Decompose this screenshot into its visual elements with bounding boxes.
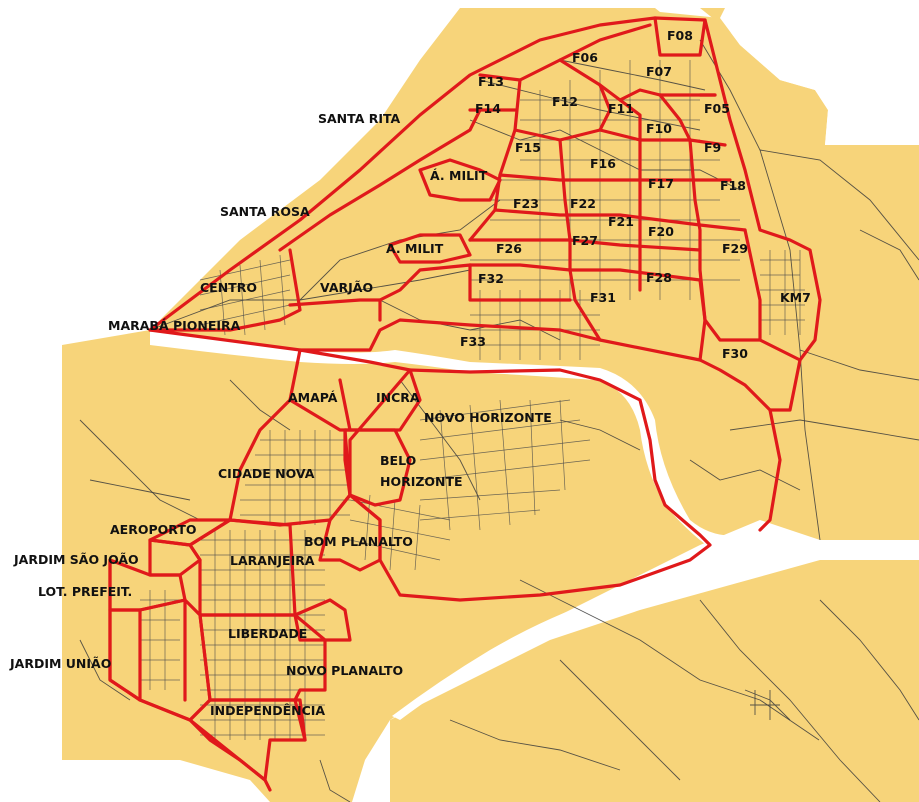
label-f21: F21: [608, 214, 634, 229]
label-f12: F12: [552, 94, 578, 109]
label-f31: F31: [590, 290, 616, 305]
label-f07: F07: [646, 64, 672, 79]
label-f33: F33: [460, 334, 486, 349]
label-f27: F27: [572, 233, 598, 248]
label-f16: F16: [590, 156, 616, 171]
map-voids: [62, 8, 919, 802]
label-laranjeira: LARANJEIRA: [230, 553, 315, 568]
label-f08: F08: [667, 28, 693, 43]
label-f14: F14: [475, 101, 501, 116]
label-santa-rosa: SANTA ROSA: [220, 204, 310, 219]
label-independencia: INDEPENDÊNCIA: [210, 703, 325, 718]
label-f28: F28: [646, 270, 672, 285]
river: [150, 330, 820, 720]
label-centro: CENTRO: [200, 280, 257, 295]
label-novo-planalto: NOVO PLANALTO: [286, 663, 403, 678]
label-f05: F05: [704, 101, 730, 116]
label-f17: F17: [648, 176, 674, 191]
label-f22: F22: [570, 196, 596, 211]
label-f06: F06: [572, 50, 598, 65]
label-f9: F9: [704, 140, 721, 155]
label-amapa: AMAPÁ: [288, 390, 338, 405]
district-labels: F08 F06 F07 F13 F12 F11 F05 F14 F10 SANT…: [9, 28, 811, 718]
label-f15: F15: [515, 140, 541, 155]
label-km7: KM7: [780, 290, 811, 305]
label-liberdade: LIBERDADE: [228, 626, 307, 641]
label-f10: F10: [646, 121, 672, 136]
district-boundaries: [108, 16, 822, 792]
label-a-milit-1: Á. MILIT: [430, 168, 488, 183]
label-f30: F30: [722, 346, 748, 361]
label-f18: F18: [720, 178, 746, 193]
label-horizonte: HORIZONTE: [380, 474, 463, 489]
label-maraba-pioneira: MARABÁ PIONEIRA: [108, 318, 241, 333]
label-belo: BELO: [380, 453, 416, 468]
label-novo-horizonte: NOVO HORIZONTE: [424, 410, 552, 425]
label-f26: F26: [496, 241, 522, 256]
label-f29: F29: [722, 241, 748, 256]
label-aeroporto: AEROPORTO: [110, 522, 196, 537]
label-bom-planalto: BOM PLANALTO: [304, 534, 413, 549]
label-a-milit-2: A. MILIT: [386, 241, 444, 256]
label-jardim-uniao: JARDIM UNIÃO: [9, 656, 111, 671]
label-f11: F11: [608, 101, 634, 116]
label-cidade-nova: CIDADE NOVA: [218, 466, 315, 481]
label-f32: F32: [478, 271, 504, 286]
label-f13: F13: [478, 74, 504, 89]
label-incra: INCRA: [376, 390, 420, 405]
label-lot-prefeit: LOT. PREFEIT.: [38, 584, 132, 599]
label-f20: F20: [648, 224, 674, 239]
label-varjao: VARJÃO: [320, 280, 373, 295]
label-jardim-sao-joao: JARDIM SÃO JOÃO: [13, 552, 139, 567]
label-f23: F23: [513, 196, 539, 211]
label-santa-rita: SANTA RITA: [318, 111, 401, 126]
